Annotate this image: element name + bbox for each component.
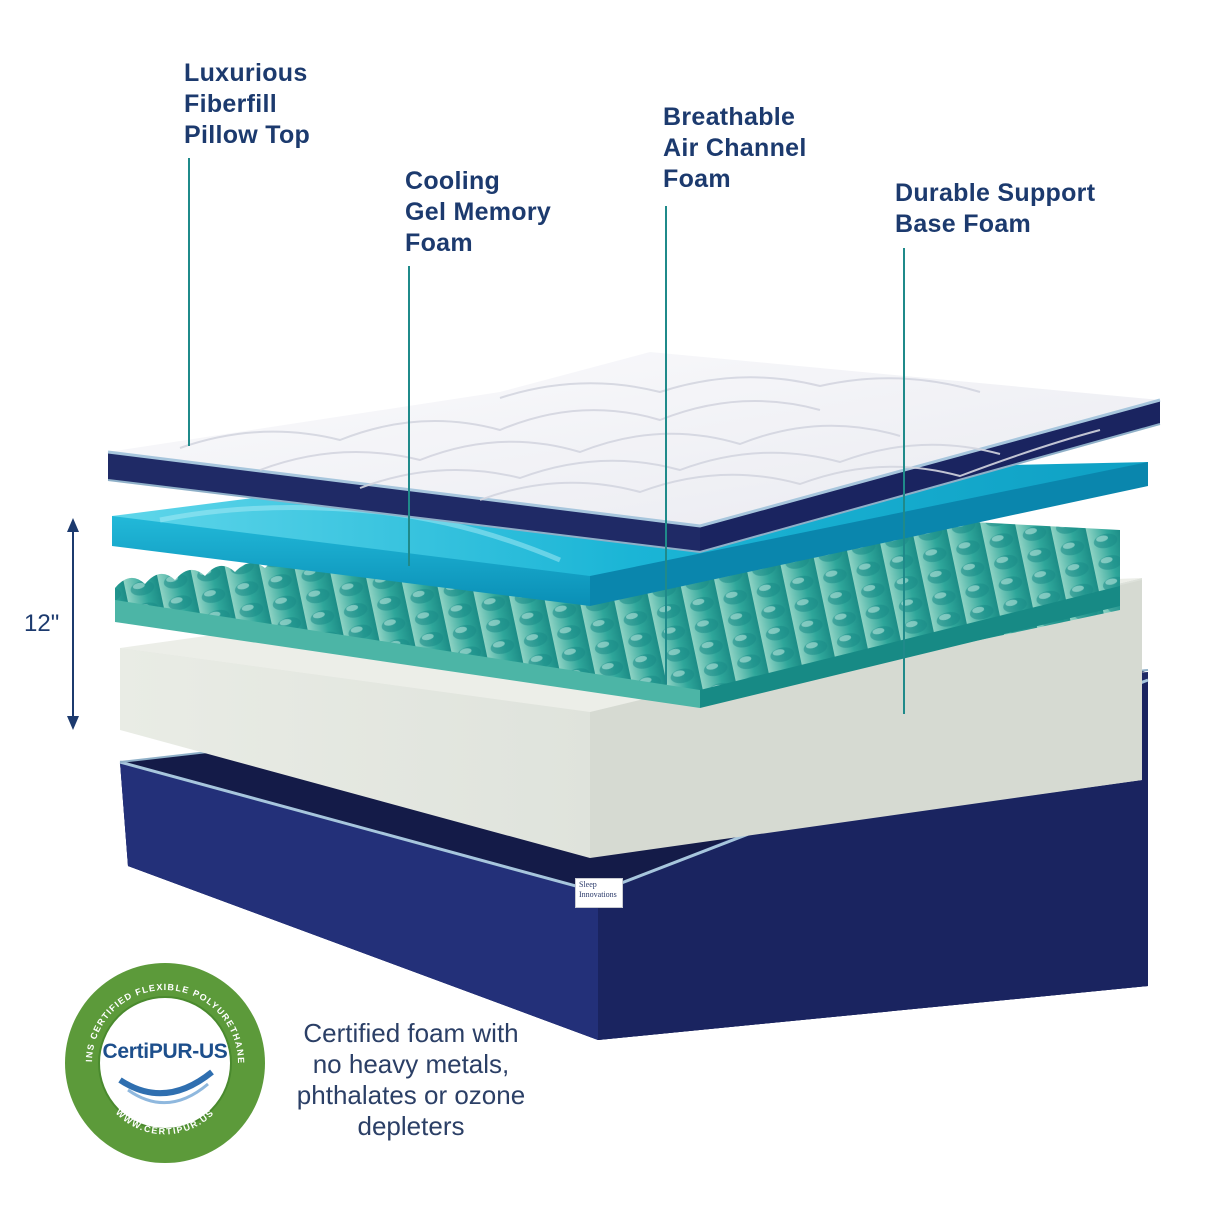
support-base-label: Durable Support Base Foam	[895, 179, 1096, 238]
brand-tag-text: Sleep Innovations	[579, 880, 617, 899]
air-channel-label: Breathable Air Channel Foam	[663, 103, 807, 193]
height-dimension-label: 12"	[24, 610, 60, 637]
support-base-leader-line	[903, 248, 905, 714]
gel-foam-leader-line	[408, 266, 410, 566]
pillow-top-leader-line	[188, 158, 190, 446]
pillow-top-label: Luxurious Fiberfill Pillow Top	[184, 59, 311, 149]
certification-description: Certified foam with no heavy metals, pht…	[296, 1018, 526, 1141]
certipur-us-logo: CONTAINS CERTIFIED FLEXIBLE POLYURETHANE…	[58, 952, 268, 1166]
brand-tag: Sleep Innovations	[575, 878, 623, 908]
pillow-top	[107, 352, 1161, 554]
air-channel-leader-line	[665, 206, 667, 684]
height-dimension-arrow	[67, 518, 79, 730]
certipur-us-wordmark: CertiPUR-US	[102, 1040, 228, 1063]
gel-foam-label: Cooling Gel Memory Foam	[405, 167, 552, 257]
certipur-seal-icon: CONTAINS CERTIFIED FLEXIBLE POLYURETHANE…	[58, 952, 265, 1163]
